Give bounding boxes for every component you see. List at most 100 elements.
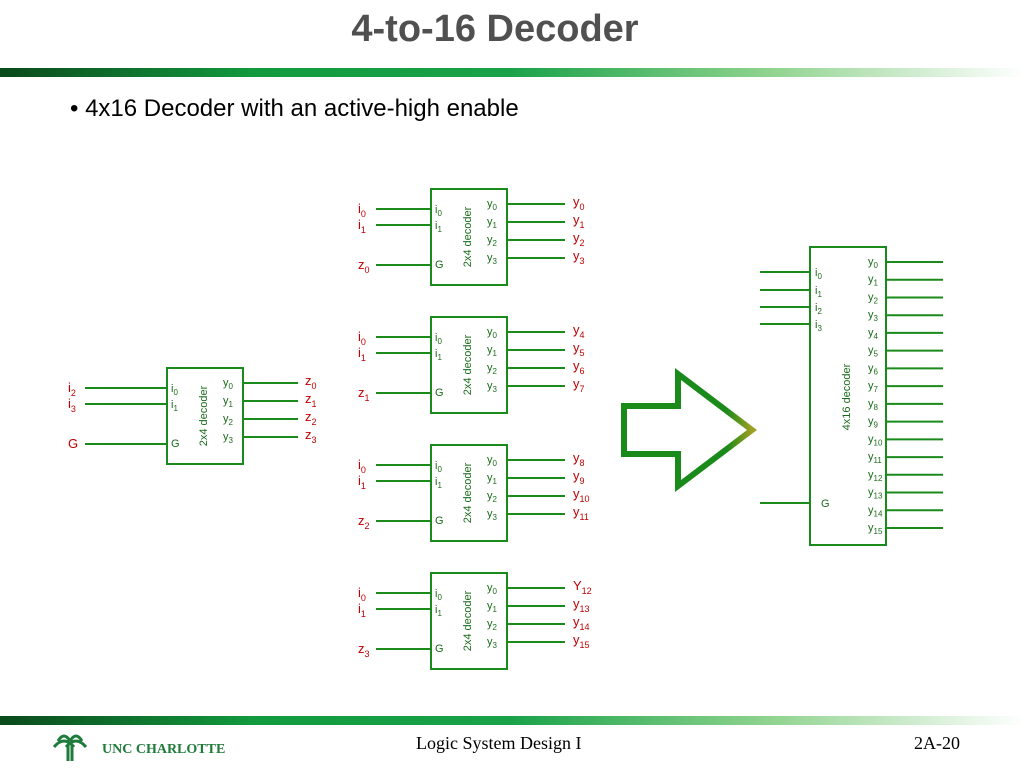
block-output-label: y1 [223, 395, 234, 409]
block-output-label: y2 [487, 234, 498, 248]
signal-label: z0 [358, 257, 370, 275]
block-title: 4x16 decoder [841, 363, 853, 430]
signal-label: i2 [68, 380, 76, 398]
block-output-label: y5 [868, 345, 879, 359]
signal-label: y10 [573, 486, 590, 504]
block-input-label: i0 [435, 204, 442, 218]
signal-label: i3 [68, 396, 76, 414]
block-enable-label: G [171, 438, 180, 450]
signal-label: y8 [573, 450, 585, 468]
signal-label: y0 [573, 194, 585, 212]
decoder-2x4-block [166, 367, 244, 465]
block-input-label: i1 [435, 348, 442, 362]
block-title: 2x4 decoder [462, 206, 474, 267]
signal-label: i0 [358, 585, 366, 603]
block-input-label: i1 [435, 604, 442, 618]
block-output-label: y13 [868, 487, 883, 501]
signal-label: z3 [358, 641, 370, 659]
footer-page-number: 2A-20 [914, 733, 960, 753]
signal-label: y2 [573, 230, 585, 248]
block-output-label: y8 [868, 398, 879, 412]
slide-title: 4-to-16 Decoder [351, 8, 639, 50]
block-output-label: y11 [868, 451, 882, 465]
block-enable-label: G [435, 643, 444, 655]
decoder-4x16-block [809, 246, 887, 546]
block-input-label: i1 [171, 399, 178, 413]
block-output-label: y3 [487, 380, 498, 394]
signal-label: z1 [358, 385, 370, 403]
header-divider [0, 68, 1024, 77]
decoder-2x4-block [430, 316, 508, 414]
block-output-label: y15 [868, 522, 883, 536]
decoder-2x4-block [430, 572, 508, 670]
block-output-label: y10 [868, 433, 883, 447]
decoder-2x4-block [430, 444, 508, 542]
footer-divider [0, 716, 1024, 725]
block-output-label: y0 [487, 198, 498, 212]
block-output-label: y4 [868, 327, 879, 341]
signal-label: z0 [305, 373, 317, 391]
block-input-label: i1 [815, 285, 822, 299]
footer-course: Logic System Design I [416, 733, 582, 753]
block-title: 2x4 decoder [462, 334, 474, 395]
signal-label: y9 [573, 468, 585, 486]
signal-label: y14 [573, 614, 590, 632]
logo-text: UNC CHARLOTTE [102, 742, 225, 757]
block-input-label: i0 [171, 383, 178, 397]
signal-label: i1 [358, 473, 366, 491]
block-output-label: y1 [487, 344, 498, 358]
signal-label: i0 [358, 457, 366, 475]
signal-label: i0 [358, 201, 366, 219]
block-output-label: y2 [487, 618, 498, 632]
signal-label: y1 [573, 212, 585, 230]
block-enable-label: G [821, 498, 830, 510]
block-output-label: y0 [223, 377, 234, 391]
signal-label: Y12 [573, 578, 592, 596]
signal-label: i1 [358, 601, 366, 619]
unc-charlotte-logo: UNC CHARLOTTE [52, 734, 225, 761]
block-title: 2x4 decoder [462, 462, 474, 523]
block-output-label: y12 [868, 469, 883, 483]
signal-label: y13 [573, 596, 590, 614]
block-output-label: y0 [487, 454, 498, 468]
block-input-label: i0 [435, 460, 442, 474]
block-input-label: i1 [435, 220, 442, 234]
block-output-label: y0 [487, 326, 498, 340]
block-output-label: y2 [487, 490, 498, 504]
block-output-label: y1 [487, 600, 498, 614]
block-output-label: y3 [487, 508, 498, 522]
signal-label: i1 [358, 345, 366, 363]
block-output-label: y7 [868, 380, 879, 394]
block-title: 2x4 decoder [462, 590, 474, 651]
block-output-label: y2 [223, 413, 234, 427]
block-output-label: y1 [487, 216, 498, 230]
block-output-label: y14 [868, 504, 883, 518]
signal-label: y6 [573, 358, 585, 376]
signal-label: y4 [573, 322, 585, 340]
bullet-text: • 4x16 Decoder with an active-high enabl… [70, 95, 519, 122]
block-input-label: i0 [435, 588, 442, 602]
decoder-2x4-block [430, 188, 508, 286]
block-output-label: y3 [223, 431, 234, 445]
block-input-label: i3 [815, 319, 822, 333]
block-title: 2x4 decoder [198, 385, 210, 446]
signal-label: G [68, 436, 78, 451]
signal-label: i1 [358, 217, 366, 235]
transform-arrow-icon [621, 367, 757, 493]
block-output-label: y0 [868, 256, 879, 270]
block-output-label: y3 [487, 252, 498, 266]
block-output-label: y3 [868, 309, 879, 323]
block-input-label: i2 [815, 302, 822, 316]
signal-label: y3 [573, 248, 585, 266]
block-output-label: y9 [868, 416, 879, 430]
block-output-label: y0 [487, 582, 498, 596]
block-output-label: y2 [868, 291, 879, 305]
block-input-label: i0 [815, 267, 822, 281]
block-enable-label: G [435, 259, 444, 271]
block-enable-label: G [435, 387, 444, 399]
signal-label: i0 [358, 329, 366, 347]
signal-label: y5 [573, 340, 585, 358]
block-output-label: y6 [868, 362, 879, 376]
signal-label: y7 [573, 376, 585, 394]
